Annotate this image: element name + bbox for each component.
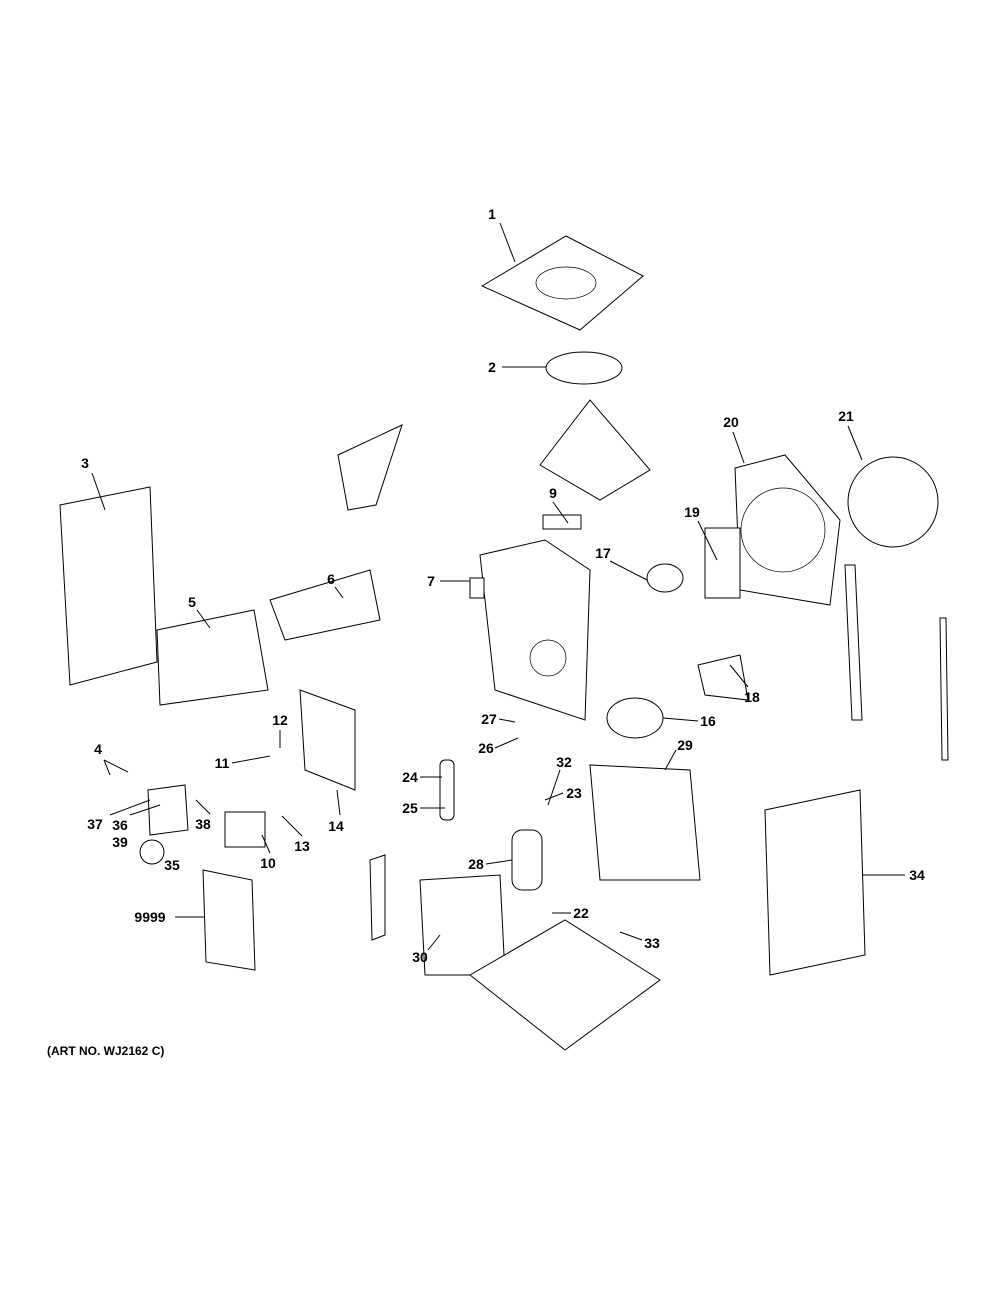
callout-35: 35 xyxy=(164,857,180,873)
callout-4: 4 xyxy=(94,741,102,757)
motor-bracket xyxy=(704,527,741,599)
callout-7: 7 xyxy=(427,573,435,589)
callout-14: 14 xyxy=(328,818,344,834)
center-bulkhead xyxy=(479,539,591,721)
accumulator xyxy=(439,759,455,821)
callout-23: 23 xyxy=(566,785,582,801)
manual xyxy=(202,869,256,971)
callout-2: 2 xyxy=(488,359,496,375)
fan-motor xyxy=(646,563,684,593)
callout-34: 34 xyxy=(909,867,925,883)
callout-36: 36 xyxy=(112,817,128,833)
callout-13: 13 xyxy=(294,838,310,854)
callout-25: 25 xyxy=(402,800,418,816)
base-pan xyxy=(469,919,661,1051)
callout-3: 3 xyxy=(81,455,89,471)
evaporator-coil xyxy=(589,764,701,881)
callout-21: 21 xyxy=(838,408,854,424)
callout-18: 18 xyxy=(744,689,760,705)
motor-mount xyxy=(697,654,749,701)
rear-strip xyxy=(844,564,863,721)
collar-ring xyxy=(545,351,623,385)
callout-9: 9 xyxy=(549,485,557,501)
callout-27: 27 xyxy=(481,711,497,727)
rear-strip-right xyxy=(939,617,949,761)
art-number: (ART NO. WJ2162 C) xyxy=(47,1044,164,1058)
partition-strip xyxy=(369,854,386,941)
callout-10: 10 xyxy=(260,855,276,871)
partition-top-panel xyxy=(337,424,403,511)
callout-11: 11 xyxy=(215,755,230,771)
callout-30: 30 xyxy=(412,949,428,965)
control-box xyxy=(156,609,269,706)
blower-wheel xyxy=(606,697,664,739)
callout-9999: 9999 xyxy=(134,909,165,925)
callout-29: 29 xyxy=(677,737,693,753)
top-cover xyxy=(480,235,644,331)
callout-28: 28 xyxy=(468,856,484,872)
callout-17: 17 xyxy=(595,545,611,561)
control-bracket xyxy=(269,569,381,641)
capacitor xyxy=(469,577,485,599)
compressor xyxy=(511,829,543,891)
fan-shroud xyxy=(734,454,841,606)
callout-19: 19 xyxy=(684,504,700,520)
callout-1: 1 xyxy=(488,206,496,222)
knob xyxy=(139,839,165,865)
callout-20: 20 xyxy=(723,414,739,430)
relay-board xyxy=(224,811,266,848)
callout-6: 6 xyxy=(327,571,335,587)
control-plate xyxy=(299,689,356,791)
callout-22: 22 xyxy=(573,905,589,921)
side-panel-right xyxy=(764,789,866,976)
terminal-block xyxy=(147,784,189,836)
callout-16: 16 xyxy=(700,713,716,729)
callout-39: 39 xyxy=(112,834,128,850)
air-duct xyxy=(539,399,651,501)
side-panel-left xyxy=(59,486,158,686)
callout-labels: 1 2 3 4 5 6 7 9 10 11 12 13 14 16 17 18 … xyxy=(81,206,925,965)
condenser-coil xyxy=(419,874,506,976)
fan-blade xyxy=(847,456,939,548)
callout-37: 37 xyxy=(87,816,103,832)
leader-lines xyxy=(91,222,905,951)
callout-33: 33 xyxy=(644,935,660,951)
callout-24: 24 xyxy=(402,769,418,785)
heater-element xyxy=(542,514,582,530)
callout-38: 38 xyxy=(195,816,211,832)
callout-5: 5 xyxy=(188,594,196,610)
part-shapes xyxy=(59,235,949,1051)
callout-32: 32 xyxy=(556,754,572,770)
callout-12: 12 xyxy=(272,712,288,728)
callout-26: 26 xyxy=(478,740,494,756)
